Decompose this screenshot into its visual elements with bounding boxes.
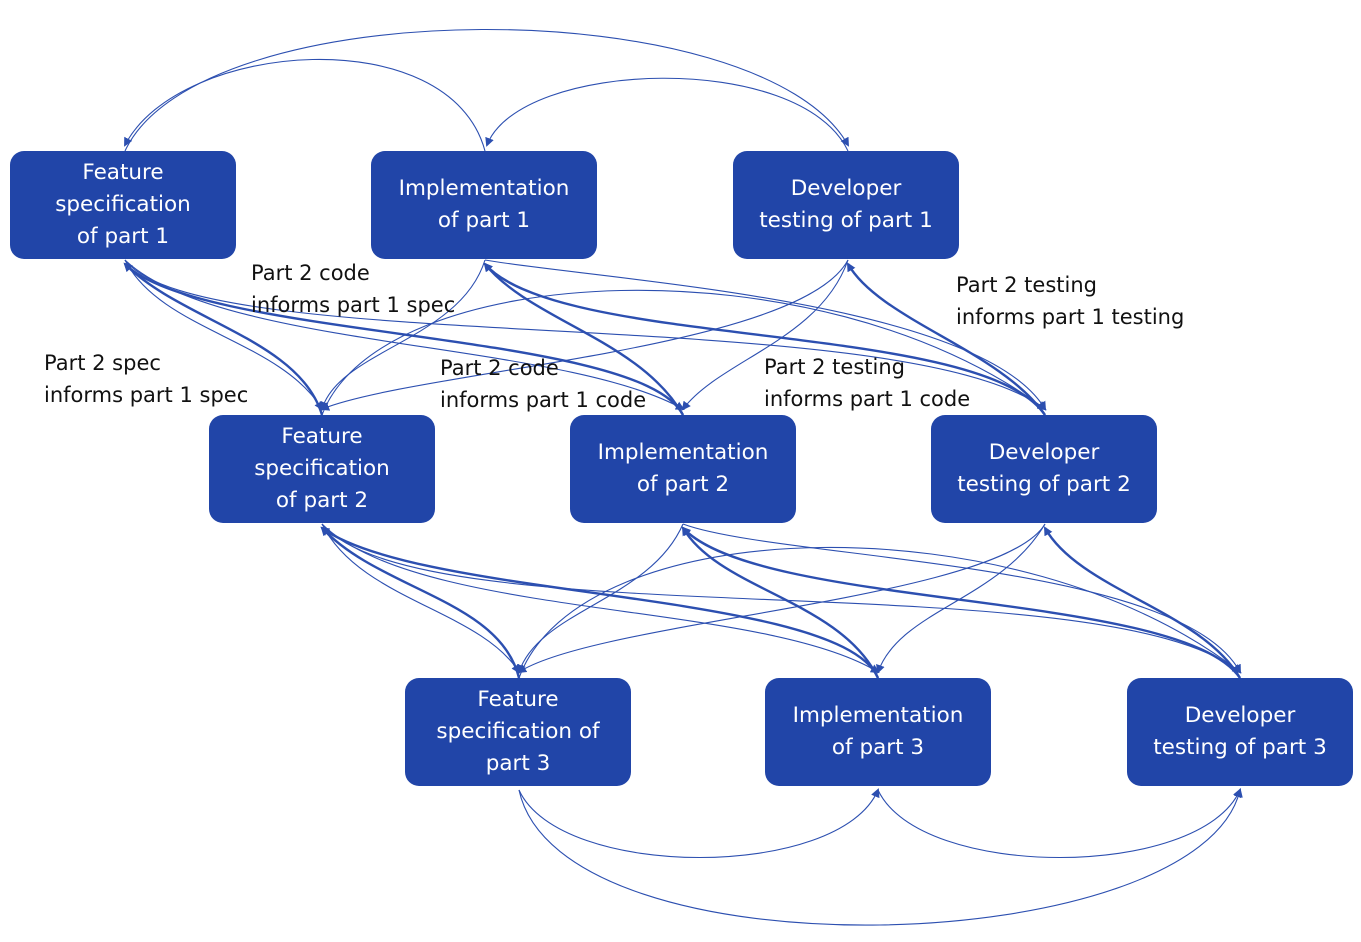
annotation-line: informs part 1 spec — [44, 383, 249, 407]
node-line: Developer — [1184, 703, 1296, 728]
annotation-line: Part 2 testing — [764, 355, 905, 379]
node-line: testing of part 3 — [1153, 735, 1327, 760]
connector-arrow — [320, 259, 849, 411]
annotation-part2-code-informs-part1-code: Part 2 code informs part 1 code — [440, 352, 646, 416]
annotation-line: informs part 1 spec — [251, 293, 456, 317]
connector-arrow — [484, 259, 1047, 411]
node-line: specification of — [436, 719, 600, 744]
connector-arrow — [485, 77, 849, 152]
node-line: Implementation — [597, 440, 769, 465]
connector-arrow — [320, 526, 521, 679]
connector-arrow — [320, 526, 880, 679]
connector-arrow — [124, 29, 849, 152]
connector-arrow — [124, 259, 1047, 411]
node-line: specification — [55, 192, 191, 217]
node-developer-testing-part-3[interactable]: Developer testing of part 3 — [1127, 678, 1353, 786]
connector-arrow — [321, 523, 880, 674]
connector-arrow — [517, 523, 1046, 674]
connector-arrow — [123, 262, 324, 416]
annotation-part2-testing-informs-part1-testing: Part 2 testing informs part 1 testing — [956, 269, 1184, 333]
connector-arrow — [876, 523, 1046, 674]
node-line: testing of part 1 — [759, 208, 933, 233]
annotation-line: Part 2 code — [440, 356, 559, 380]
connector-arrow — [877, 788, 1242, 859]
connector-arrow — [518, 546, 1242, 679]
node-line: specification — [254, 456, 390, 481]
annotation-part2-code-informs-part1-spec: Part 2 code informs part 1 spec — [251, 257, 455, 321]
node-line: part 3 — [485, 751, 551, 776]
connector-arrow — [681, 526, 1241, 679]
node-feature-spec-part-3[interactable]: Feature specification of part 3 — [405, 678, 631, 786]
connector-arrow — [483, 262, 1046, 416]
node-line: Developer — [790, 176, 902, 201]
connector-arrow — [124, 58, 486, 152]
annotation-line: informs part 1 code — [440, 388, 647, 412]
node-line: Feature — [477, 687, 559, 712]
connector-arrow — [124, 259, 685, 410]
connector-arrow — [1043, 526, 1242, 679]
node-line: of part 1 — [437, 208, 531, 233]
connector-arrow — [846, 262, 1046, 416]
annotation-part2-testing-informs-part1-code: Part 2 testing informs part 1 code — [764, 351, 970, 415]
connector-arrow — [516, 523, 684, 674]
node-line: Feature — [82, 160, 164, 185]
connector-arrow — [321, 523, 1242, 674]
node-implementation-part-3[interactable]: Implementation of part 3 — [765, 678, 991, 786]
node-implementation-part-2[interactable]: Implementation of part 2 — [570, 415, 796, 523]
connector-arrow — [681, 526, 880, 679]
connector-arrow — [321, 523, 521, 674]
annotation-line: Part 2 testing — [956, 273, 1097, 297]
node-line: of part 3 — [831, 735, 925, 760]
node-line: Developer — [988, 440, 1100, 465]
connector-arrow — [321, 289, 1047, 416]
node-feature-spec-part-1[interactable]: Feature specification of part 1 — [10, 151, 236, 259]
node-line: of part 1 — [76, 224, 170, 249]
connector-arrow — [682, 523, 1241, 674]
annotation-line: Part 2 code — [251, 261, 370, 285]
connector-arrow — [518, 788, 880, 859]
annotation-line: Part 2 spec — [44, 351, 161, 375]
connector-arrow — [124, 259, 324, 411]
annotation-line: informs part 1 testing — [956, 305, 1185, 329]
connector-arrow — [681, 259, 849, 411]
node-line: Implementation — [398, 176, 570, 201]
annotation-part2-spec-informs-part1-spec: Part 2 spec informs part 1 spec — [44, 347, 248, 411]
node-developer-testing-part-1[interactable]: Developer testing of part 1 — [733, 151, 959, 259]
node-line: of part 2 — [636, 472, 730, 497]
connector-arrow — [518, 788, 1243, 926]
connector-arrow — [319, 259, 486, 411]
annotation-line: informs part 1 code — [764, 387, 971, 411]
node-line: testing of part 2 — [957, 472, 1131, 497]
node-feature-spec-part-2[interactable]: Feature specification of part 2 — [209, 415, 435, 523]
node-line: Implementation — [792, 703, 964, 728]
node-line: Feature — [281, 424, 363, 449]
node-developer-testing-part-2[interactable]: Developer testing of part 2 — [931, 415, 1157, 523]
node-implementation-part-1[interactable]: Implementation of part 1 — [371, 151, 597, 259]
node-line: of part 2 — [275, 488, 369, 513]
